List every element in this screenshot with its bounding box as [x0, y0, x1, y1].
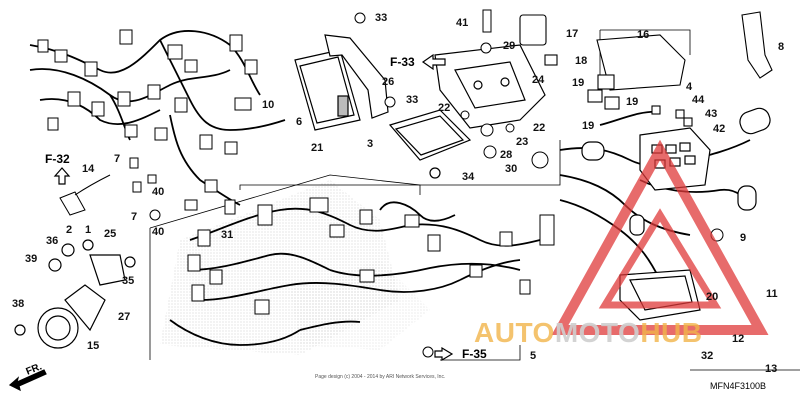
callout-7a: 7	[114, 153, 121, 165]
callout-28: 28	[500, 149, 513, 161]
watermark-part-auto: AUTO	[474, 317, 555, 348]
bracket-26	[324, 34, 389, 119]
relay-parts-upper-right	[519, 11, 773, 127]
callout-34: 34	[462, 171, 475, 183]
callout-35: 35	[122, 275, 135, 287]
callout-17: 17	[566, 28, 579, 40]
callout-24: 24	[532, 74, 545, 86]
callout-11: 11	[766, 288, 778, 300]
main-harness-upper	[29, 30, 286, 206]
callout-43: 43	[705, 108, 718, 120]
callout-19b: 19	[626, 96, 639, 108]
harness-boots	[581, 107, 771, 236]
callout-3: 3	[367, 138, 374, 150]
main-harness-lower-connectors	[187, 197, 555, 315]
arrow-f35	[434, 346, 454, 362]
callout-33b: 33	[406, 94, 419, 106]
callout-25: 25	[104, 228, 117, 240]
callout-27: 27	[118, 311, 131, 323]
callout-12: 12	[732, 333, 745, 345]
callout-23: 23	[516, 136, 529, 148]
regulator-rectifier-3	[388, 109, 472, 179]
watermark-logo	[551, 139, 769, 335]
bracket-tray-24	[434, 44, 546, 129]
callout-21: 21	[311, 142, 324, 154]
watermark-part-hub: HUB	[640, 317, 703, 348]
arrow-f32	[53, 167, 71, 185]
callout-44: 44	[692, 94, 705, 106]
copyright-notice: Page design (c) 2004 - 2014 by ARI Netwo…	[315, 374, 446, 380]
callout-10: 10	[262, 99, 275, 111]
ref-f35: F-35	[462, 347, 487, 361]
callout-2: 2	[66, 224, 73, 236]
callout-32: 32	[701, 350, 714, 362]
callout-15: 15	[87, 340, 100, 352]
callout-31: 31	[221, 229, 234, 241]
callout-20: 20	[706, 291, 719, 303]
callout-40b: 40	[152, 226, 165, 238]
callout-6: 6	[296, 116, 303, 128]
callout-8: 8	[778, 41, 785, 53]
arrow-f33	[421, 53, 446, 71]
callout-26: 26	[382, 76, 395, 88]
watermark-part-moto: MOTO	[554, 317, 641, 348]
callout-33a: 33	[375, 12, 388, 24]
callout-19a: 19	[572, 77, 585, 89]
callout-30: 30	[505, 163, 518, 175]
callout-39: 39	[25, 253, 38, 265]
diagram-code: MFN4F3100B	[710, 381, 767, 391]
callout-4: 4	[686, 81, 693, 93]
callout-9: 9	[740, 232, 747, 244]
callout-22a: 22	[438, 102, 451, 114]
callout-18: 18	[575, 55, 588, 67]
callout-22b: 22	[533, 122, 546, 134]
callout-7b: 7	[131, 211, 138, 223]
callout-14: 14	[82, 163, 95, 175]
arrow-fr	[8, 369, 47, 392]
callout-5: 5	[530, 350, 537, 362]
callout-19c: 19	[582, 120, 595, 132]
ref-f32: F-32	[45, 152, 70, 166]
callout-13: 13	[765, 363, 778, 375]
battery-case-20	[619, 269, 701, 321]
ref-arrows	[8, 53, 454, 392]
callout-40a: 40	[152, 186, 165, 198]
ref-f33: F-33	[390, 55, 415, 69]
fasteners	[354, 9, 724, 358]
callout-38: 38	[12, 298, 25, 310]
callout-1: 1	[85, 224, 92, 236]
callout-41: 41	[456, 17, 469, 29]
callout-36: 36	[46, 235, 59, 247]
callout-16: 16	[637, 29, 650, 41]
sensor-parts-left	[59, 157, 161, 221]
horn-assembly	[14, 239, 136, 349]
callout-42: 42	[713, 123, 726, 135]
ecu-21	[294, 49, 361, 131]
callout-29: 29	[503, 40, 516, 52]
watermark-text: AUTOMOTOHUB	[474, 318, 702, 348]
group-frames	[149, 29, 800, 371]
main-harness-upper-connectors	[37, 29, 258, 215]
